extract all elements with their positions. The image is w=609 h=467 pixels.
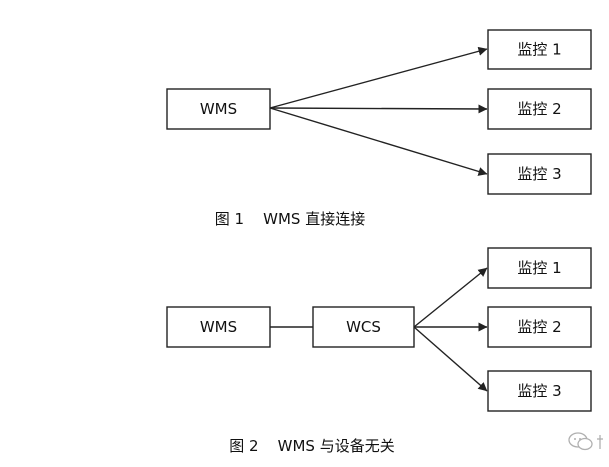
fig2-wms-label: WMS bbox=[200, 318, 237, 336]
fig1-monitor-2-box bbox=[487, 88, 592, 130]
fig2-monitor-2-box bbox=[487, 306, 592, 348]
fig1-monitor-3-box bbox=[487, 153, 592, 195]
fig1-monitor-2-label: 监控 2 bbox=[517, 100, 561, 118]
fig2-monitor-3-box bbox=[487, 370, 592, 412]
fig2-monitor-1-label: 监控 1 bbox=[517, 259, 561, 277]
fig1-caption: 图 1 WMS 直接连接 bbox=[215, 210, 365, 228]
fig1-arrow-to-monitor-3 bbox=[269, 107, 488, 176]
wechat-icon bbox=[566, 430, 609, 452]
fig2-arrow-to-monitor-1 bbox=[413, 267, 488, 328]
figure-1: WMS 监控 1 监控 2 监控 3 图 1 WMS 直接连接 bbox=[166, 29, 592, 228]
fig2-wcs-label: WCS bbox=[346, 318, 381, 336]
fig2-monitor-3-label: 监控 3 bbox=[517, 382, 561, 400]
fig1-wms-label: WMS bbox=[200, 100, 237, 118]
fig1-arrow-to-monitor-1 bbox=[269, 46, 488, 109]
fig1-monitor-3-label: 监控 3 bbox=[517, 165, 561, 183]
fig2-arrow-to-monitor-3 bbox=[413, 326, 488, 392]
fig1-monitor-1-box bbox=[487, 29, 592, 70]
fig2-wms-box bbox=[166, 306, 271, 348]
fig2-wcs-box bbox=[312, 306, 415, 348]
fig2-monitor-1-box bbox=[487, 247, 592, 289]
fig2-caption: 图 2 WMS 与设备无关 bbox=[229, 437, 394, 455]
fig1-monitor-1-label: 监控 1 bbox=[517, 41, 561, 59]
fig1-arrow-to-monitor-2 bbox=[269, 104, 488, 114]
fig1-wms-box bbox=[166, 88, 271, 130]
fig2-monitor-2-label: 监控 2 bbox=[517, 318, 561, 336]
figure-2: WMS WCS 监控 1 监控 2 监控 3 图 2 WMS 与设备无关 bbox=[166, 247, 592, 455]
